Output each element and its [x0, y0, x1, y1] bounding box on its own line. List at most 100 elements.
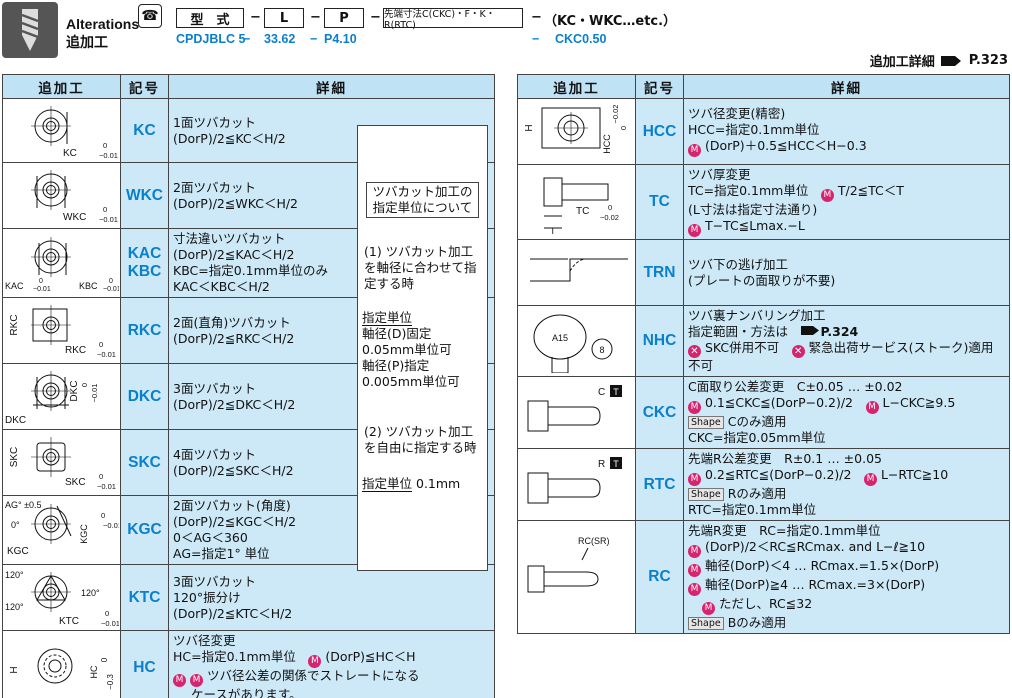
figure-cell: RC(SR): [517, 520, 636, 634]
detail-line: ✕ SKC併用不可 ✕ 緊急出荷サービス(ストーク)適用不可: [688, 340, 1005, 374]
detail-line: M 0.2≦RTC≦(DorP−0.2)/2 M L−RTC≧10: [688, 467, 1005, 486]
marker-icon: M: [688, 144, 701, 157]
tol-top: 0: [99, 340, 103, 349]
code-cell: KTC: [120, 564, 169, 631]
detail-text: 2面ツバカット: [173, 179, 256, 195]
center-lines: [31, 571, 71, 612]
marker-icon: M: [865, 401, 879, 414]
title-en: Alterations: [66, 16, 140, 32]
drawing: [541, 107, 601, 148]
detail-text: 指定範囲・方法は: [688, 324, 789, 339]
drawing: [31, 436, 71, 477]
detail-text: L−CKC≧9.5: [882, 395, 956, 410]
detail-line: M (DorP)/2＜RC≦RCmax. and L−ℓ≧10: [688, 539, 1005, 558]
detail-line: 2面ツバカット(角度): [173, 498, 490, 514]
drawing: [530, 258, 628, 281]
detail-line: 2面ツバカット: [173, 180, 490, 196]
prohibited-icon: ✕: [688, 345, 701, 358]
code-label: SKC: [128, 453, 161, 471]
code-label: TRN: [643, 263, 676, 281]
marker-icon: M: [688, 224, 701, 237]
detail-line: CKC=指定0.05mm単位: [688, 430, 1005, 446]
dim-label-2: KGC: [79, 524, 89, 544]
code-label: HCC: [642, 122, 677, 140]
detail-text: (DorP)/2≦KTC＜H/2: [173, 605, 293, 621]
pin-outline: [527, 565, 599, 593]
drawing: [31, 237, 71, 277]
flange-outline: [37, 648, 73, 684]
dash: −: [243, 32, 251, 46]
tol-top: 0: [80, 382, 89, 386]
code-cell: DKC: [120, 363, 169, 430]
dim-label: RKC: [9, 314, 20, 335]
deg-label: 120°: [5, 570, 24, 580]
tol-bot: −0.01: [99, 151, 118, 160]
drawing: [37, 648, 73, 684]
code-label: CKC: [642, 403, 677, 421]
p-box: P: [324, 8, 364, 28]
detail-text: T/2≦TC＜T: [837, 183, 904, 198]
code-cell: TC: [635, 164, 684, 240]
example-model: CPDJBLC 5: [176, 32, 246, 46]
suffix: （KC・WKC…etc.）: [544, 14, 677, 29]
code-cell: KC: [120, 98, 169, 163]
code-label: TC: [649, 193, 670, 210]
header: Alterations 追加工 ☎ 型 式 − L − P − 先端寸法C(CK…: [0, 0, 1012, 58]
detail-text: ただし、RC≦32: [718, 596, 813, 611]
detail-text: 軸径(DorP)＜4 … RCmax.=1.5×(DorP): [704, 558, 940, 573]
detail-label: 追加工詳細: [869, 55, 935, 70]
shaft-outline: [551, 357, 569, 373]
detail-text: (DorP)/2≦RKC＜H/2: [173, 330, 295, 346]
drawing: [527, 547, 599, 593]
detail-text: 2面ツバカット(角度): [173, 498, 291, 513]
right-header-row: 追加工 記号 詳細: [517, 74, 1010, 99]
l-box: L: [264, 8, 304, 28]
deg-label-3: 120°: [5, 602, 24, 612]
drawing: [527, 472, 601, 503]
phone-icon: ☎: [138, 4, 162, 28]
detail-line: M ただし、RC≦32: [688, 596, 1005, 615]
dim-lines: [544, 215, 562, 229]
t-badge: [610, 384, 622, 397]
drawing: [527, 400, 601, 431]
cut-lines: [36, 175, 66, 208]
detail-text: 1面ツバカット: [173, 114, 256, 130]
tol-top: 0: [99, 472, 103, 481]
center-lines: [31, 237, 71, 277]
hc-circle: [43, 654, 67, 678]
tol-bot: −0.01: [101, 619, 119, 628]
code-label: WKC: [125, 186, 164, 204]
plate-lines: [530, 258, 628, 281]
detail-text: Cのみ適用: [727, 414, 787, 429]
detail-link[interactable]: 追加工詳細 P.323: [870, 51, 1008, 70]
dim-label-2: KBC: [79, 281, 98, 291]
detail-text: C面取り公差変更 C±0.05 … ±0.02: [688, 379, 903, 394]
detail-line: 先端R公差変更 R±0.1 … ±0.05: [688, 451, 1005, 467]
tol-bot: −0.01: [103, 521, 119, 530]
detail-line: 120°振分け: [173, 590, 490, 606]
drawing: [31, 169, 71, 210]
detail-text: P.324: [820, 324, 859, 339]
tol-bot: −0.02: [600, 213, 619, 222]
detail-text: SKC併用不可: [704, 340, 780, 355]
small-circle: [591, 338, 613, 360]
detail-line: ツバ径変更: [173, 633, 490, 649]
dim-label: DKC: [5, 415, 26, 426]
dash: −: [310, 32, 318, 46]
tol-top: 0: [103, 141, 107, 150]
figure-kc: KC0−0.01: [31, 105, 118, 160]
